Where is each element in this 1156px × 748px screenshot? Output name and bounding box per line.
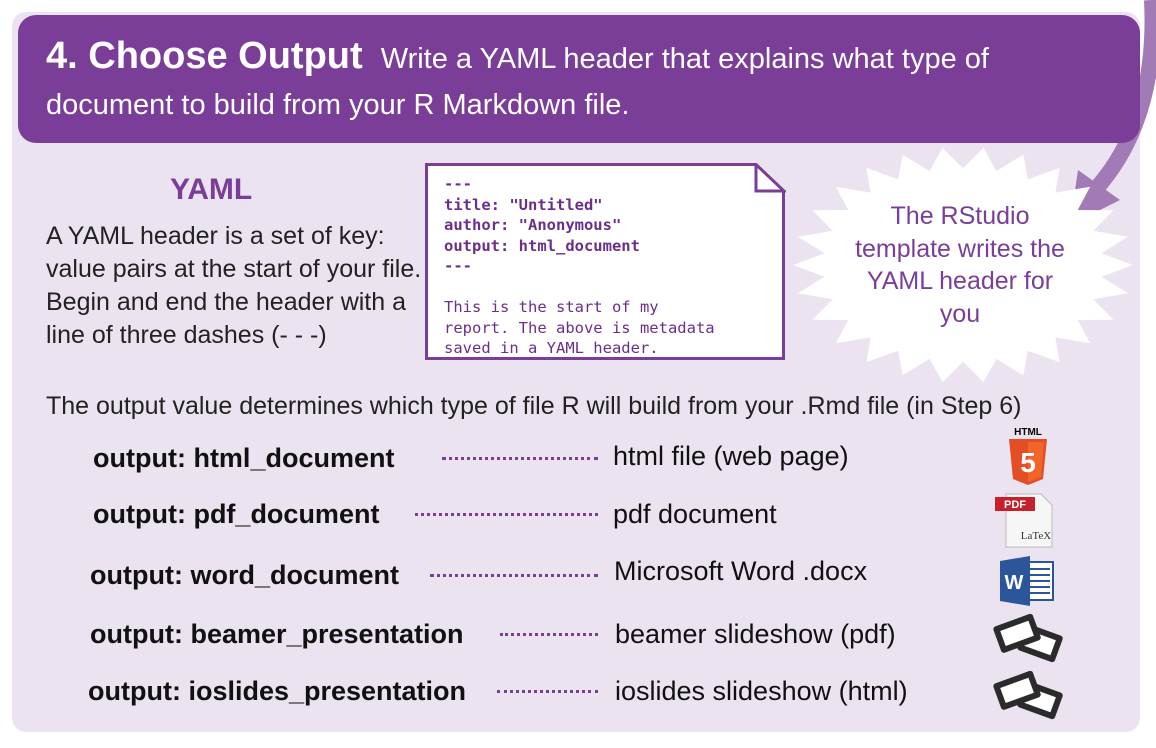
code-line: --- <box>444 175 472 193</box>
dotted-leader <box>442 457 598 461</box>
output-row: output: ioslides_presentation ioslides s… <box>0 670 1156 720</box>
callout-text: The RStudio template writes the YAML hea… <box>855 202 1065 328</box>
output-row: output: beamer_presentation beamer slide… <box>0 613 1156 663</box>
starburst-shape <box>793 147 1133 383</box>
output-result: Microsoft Word .docx <box>614 556 868 586</box>
step-description: Write a YAML header that explains what t… <box>46 43 989 121</box>
output-result: ioslides slideshow (html) <box>615 676 908 706</box>
folded-corner-icon <box>754 163 786 193</box>
svg-text:HTML: HTML <box>1014 427 1042 438</box>
code-line: This is the start of my <box>444 298 659 316</box>
pdf-latex-icon: PDF LaTeX <box>995 493 1053 548</box>
dotted-leader <box>497 690 598 694</box>
output-row: output: pdf_document pdf document PDF La… <box>0 493 1156 548</box>
slides-icon <box>993 670 1063 720</box>
svg-text:W: W <box>1005 572 1024 594</box>
yaml-description: A YAML header is a set of key: value pai… <box>46 222 422 349</box>
code-line: report. The above is metadata <box>444 318 715 337</box>
output-option: output: html_document <box>93 443 395 473</box>
output-row: output: word_document Microsoft Word .do… <box>0 556 1156 606</box>
svg-text:LaTeX: LaTeX <box>1021 530 1051 542</box>
starburst-callout <box>793 147 1133 383</box>
step-title: 4. Choose Output <box>46 35 363 77</box>
output-option: output: word_document <box>90 560 399 590</box>
output-intro: The output value determines which type o… <box>46 392 1022 420</box>
code-line: saved in a YAML header. <box>444 339 659 357</box>
slides-icon <box>993 613 1063 663</box>
output-result: beamer slideshow (pdf) <box>615 619 896 649</box>
output-result: html file (web page) <box>613 441 849 471</box>
html5-icon: HTML 5 <box>1009 427 1047 485</box>
output-row: output: html_document html file (web pag… <box>0 427 1156 485</box>
dotted-leader <box>415 513 598 517</box>
output-result: pdf document <box>613 499 777 529</box>
code-line: author: "Anonymous" <box>444 216 622 234</box>
code-line: --- <box>444 257 472 275</box>
code-line: output: html_document <box>444 236 640 255</box>
dotted-leader <box>500 633 598 637</box>
code-line: title: "Untitled" <box>444 195 603 214</box>
output-option: output: ioslides_presentation <box>88 676 467 706</box>
output-option: output: pdf_document <box>93 499 380 529</box>
word-icon: W <box>1000 556 1054 606</box>
svg-text:5: 5 <box>1020 447 1036 478</box>
yaml-heading: YAML <box>170 173 253 206</box>
svg-text:PDF: PDF <box>1004 499 1026 511</box>
dotted-leader <box>430 574 598 578</box>
step-header: 4. Choose Output Write a YAML header tha… <box>18 15 1140 143</box>
output-option: output: beamer_presentation <box>90 619 464 649</box>
yaml-code-example: --- title: "Untitled" author: "Anonymous… <box>425 163 785 360</box>
